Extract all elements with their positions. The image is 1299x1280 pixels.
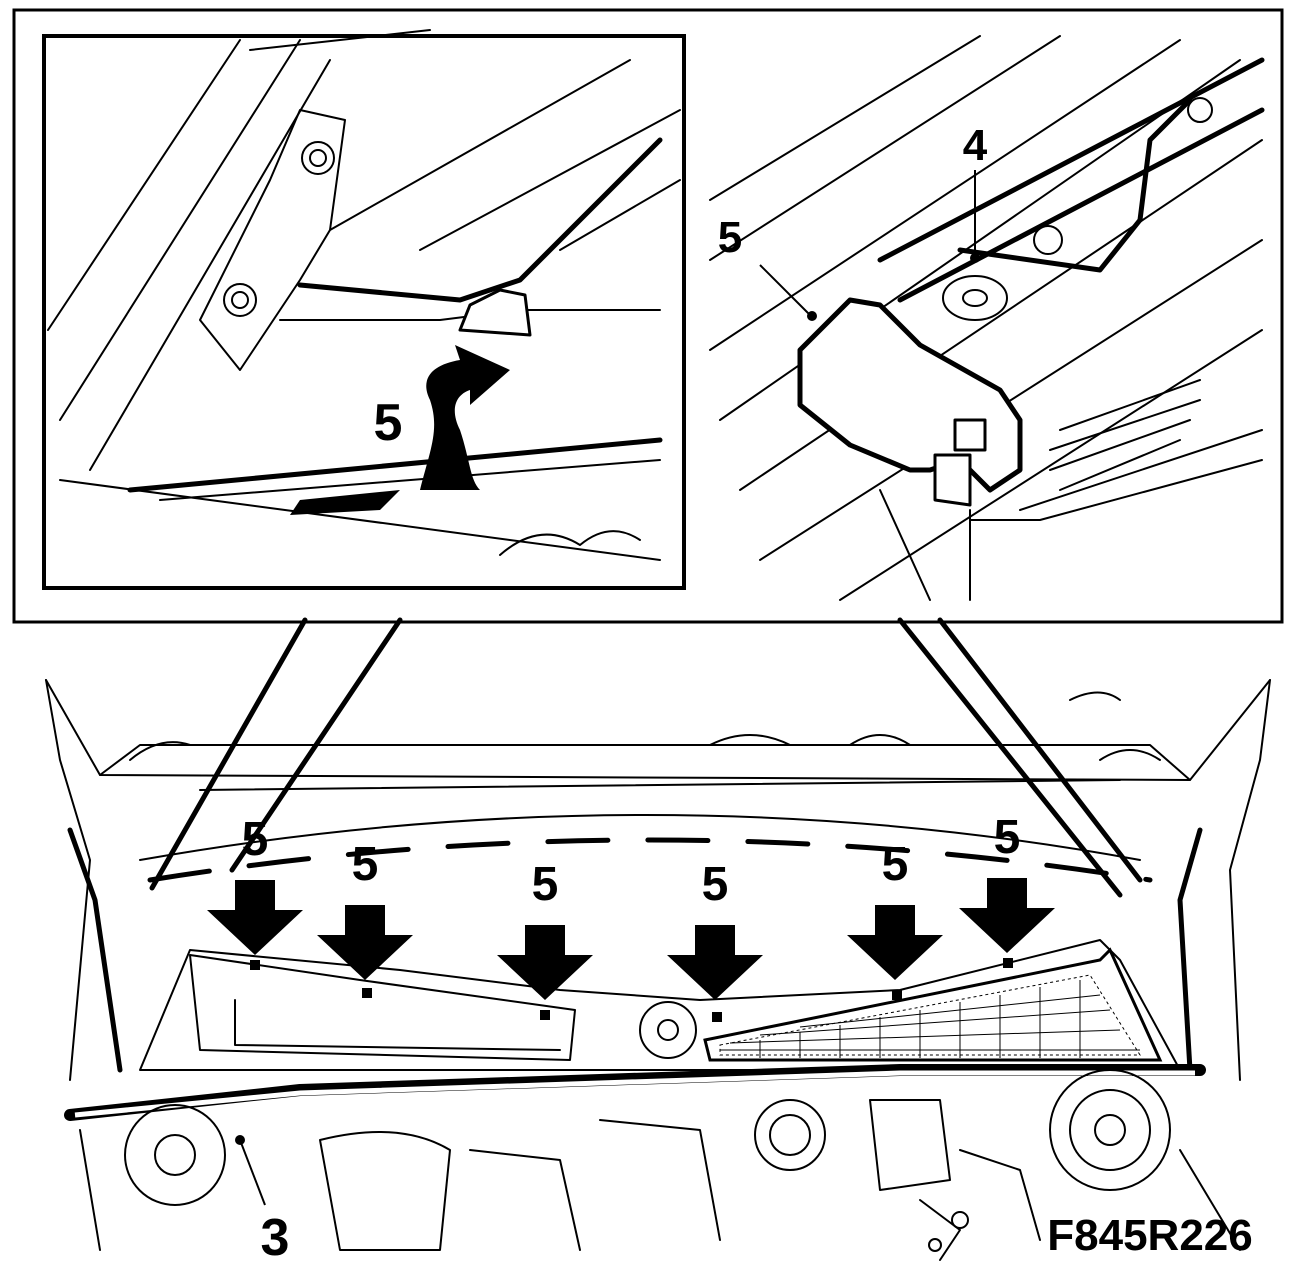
arrow-label-4: 5 [702,858,729,911]
bolt [1033,225,1063,255]
arrow-group: 5 5 5 5 5 5 [207,811,1055,1000]
arrow-down-icon [667,925,763,1000]
bolt-lower [223,283,257,317]
seal-strip-3 [64,1064,1206,1121]
arrow-label-6: 5 [994,811,1021,864]
arrow-label-3: 5 [532,858,559,911]
curved-arrow-up-icon [420,345,510,490]
overview: 3 [45,679,1271,1267]
arrow-down-icon [207,880,303,955]
arrow-label-1: 5 [242,813,269,866]
left-inset-label: 5 [374,394,403,452]
bolt-upper [301,141,335,175]
left-inset: 5 [42,29,686,590]
arrow-label-5: 5 [882,838,909,891]
figure-code: F845R226 [1047,1211,1252,1260]
label-5-clip: 5 [718,213,742,262]
arrow-down-icon [959,878,1055,953]
label-4: 4 [963,121,988,170]
zoom-lines [149,617,1143,898]
seal-edge [297,137,663,303]
label-3: 3 [261,1209,290,1267]
cowl-panel [139,939,1181,1071]
arrow-down-icon [317,905,413,980]
stud-4 [942,275,1008,321]
arrow-down-icon [497,925,593,1000]
wiper-spindle [639,1001,697,1059]
right-inset: 4 5 [709,35,1265,601]
hinge-bracket [199,109,346,371]
clip [458,288,532,337]
support-bracket [957,97,1193,273]
arrow-down-icon [847,905,943,980]
arrow-label-2: 5 [352,838,379,891]
cowl-edge [127,437,663,493]
